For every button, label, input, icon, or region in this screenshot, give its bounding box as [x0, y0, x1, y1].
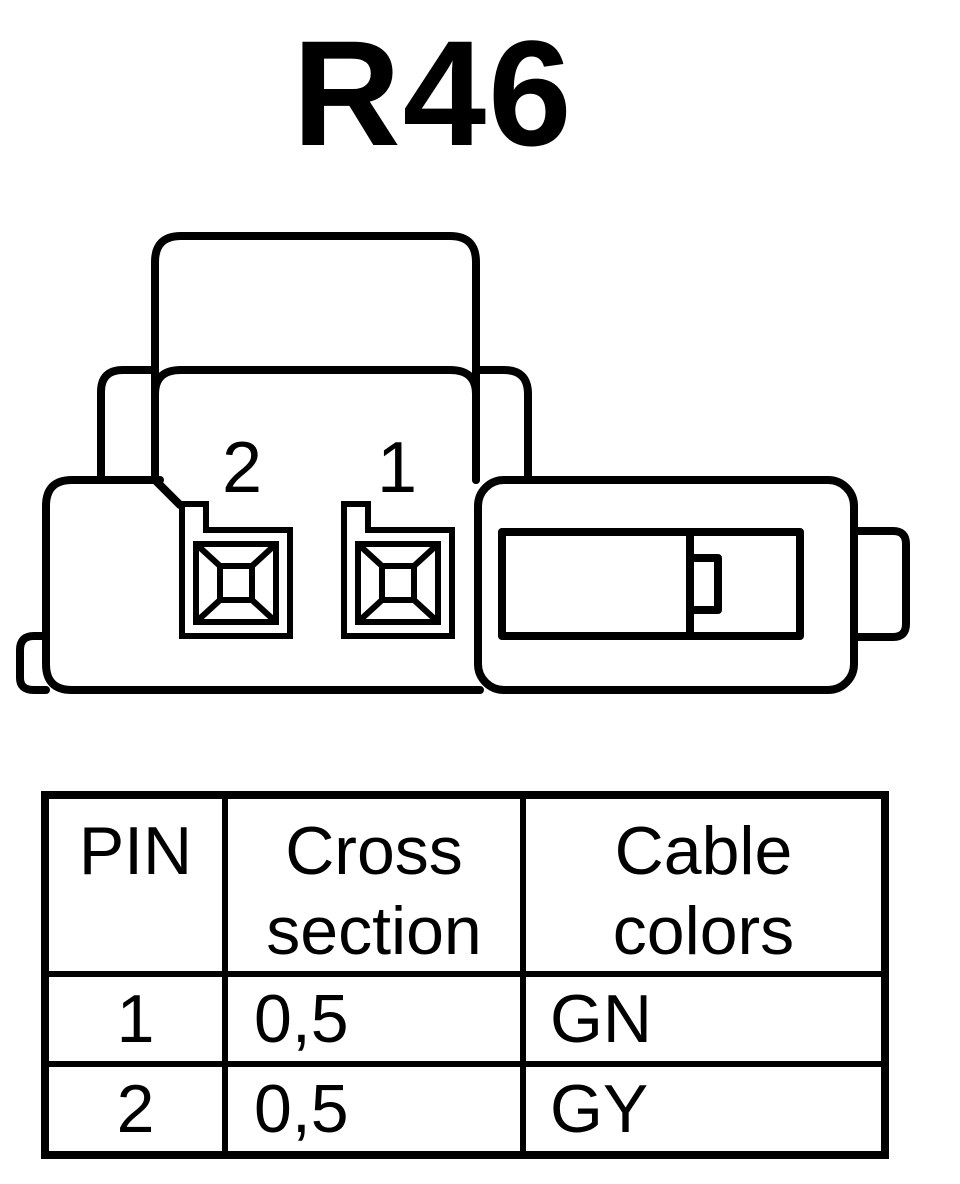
header-cross-section-line1: Cross	[285, 813, 463, 889]
table-row: 1 0,5 GN	[42, 971, 888, 1067]
housing-body	[42, 476, 484, 694]
latch-body	[474, 476, 858, 694]
cell-pin: 1	[42, 971, 228, 1067]
housing-inner-step	[151, 366, 480, 484]
cavity-1-terminal-outer	[355, 541, 441, 625]
cavity-2-terminal-outer	[193, 541, 279, 625]
connector-title: R46	[292, 9, 574, 177]
cavity-2-label: 2	[222, 428, 262, 508]
housing-chamfer	[151, 476, 184, 509]
header-cross-section-line2: section	[266, 893, 482, 969]
cavity-2-terminal-inner	[217, 563, 255, 603]
latch-window-nub	[686, 554, 722, 614]
latch-tab	[850, 527, 910, 641]
housing-shoulder-right	[472, 366, 532, 480]
cell-cross-section: 0,5	[222, 971, 526, 1067]
cell-pin: 2	[42, 1061, 228, 1158]
header-pin: PIN	[42, 792, 228, 977]
housing-base-tab	[16, 632, 50, 694]
header-pin-label: PIN	[78, 813, 193, 889]
connector-drawing: 2 1	[16, 232, 910, 694]
table-row: 2 0,5 GY	[42, 1061, 888, 1158]
header-cable-colors-line1: Cable	[614, 813, 793, 889]
cavity-1-terminal-inner	[379, 563, 417, 603]
cavity-1-label: 1	[377, 428, 417, 508]
housing-shoulder-left	[97, 366, 159, 480]
cavity-1-terminal-diagonals	[355, 541, 441, 625]
table-header-row: PIN Cross section Cable colors	[42, 792, 888, 977]
cavity-2-outline	[179, 501, 293, 639]
latch-window	[498, 528, 804, 640]
header-cable-colors: Cable colors	[520, 792, 888, 977]
cell-cable-color: GN	[520, 971, 888, 1067]
pin-assignment-table: PIN Cross section Cable colors 1 0,5 GN …	[41, 791, 889, 1159]
cell-cross-section: 0,5	[222, 1061, 526, 1158]
cavity-2-terminal-diagonals	[193, 541, 279, 625]
cavity-1-outline	[341, 501, 455, 639]
housing-hood	[151, 232, 480, 484]
header-cross-section: Cross section	[222, 792, 526, 977]
cell-cable-color: GY	[520, 1061, 888, 1158]
header-cable-colors-line2: colors	[612, 893, 795, 969]
